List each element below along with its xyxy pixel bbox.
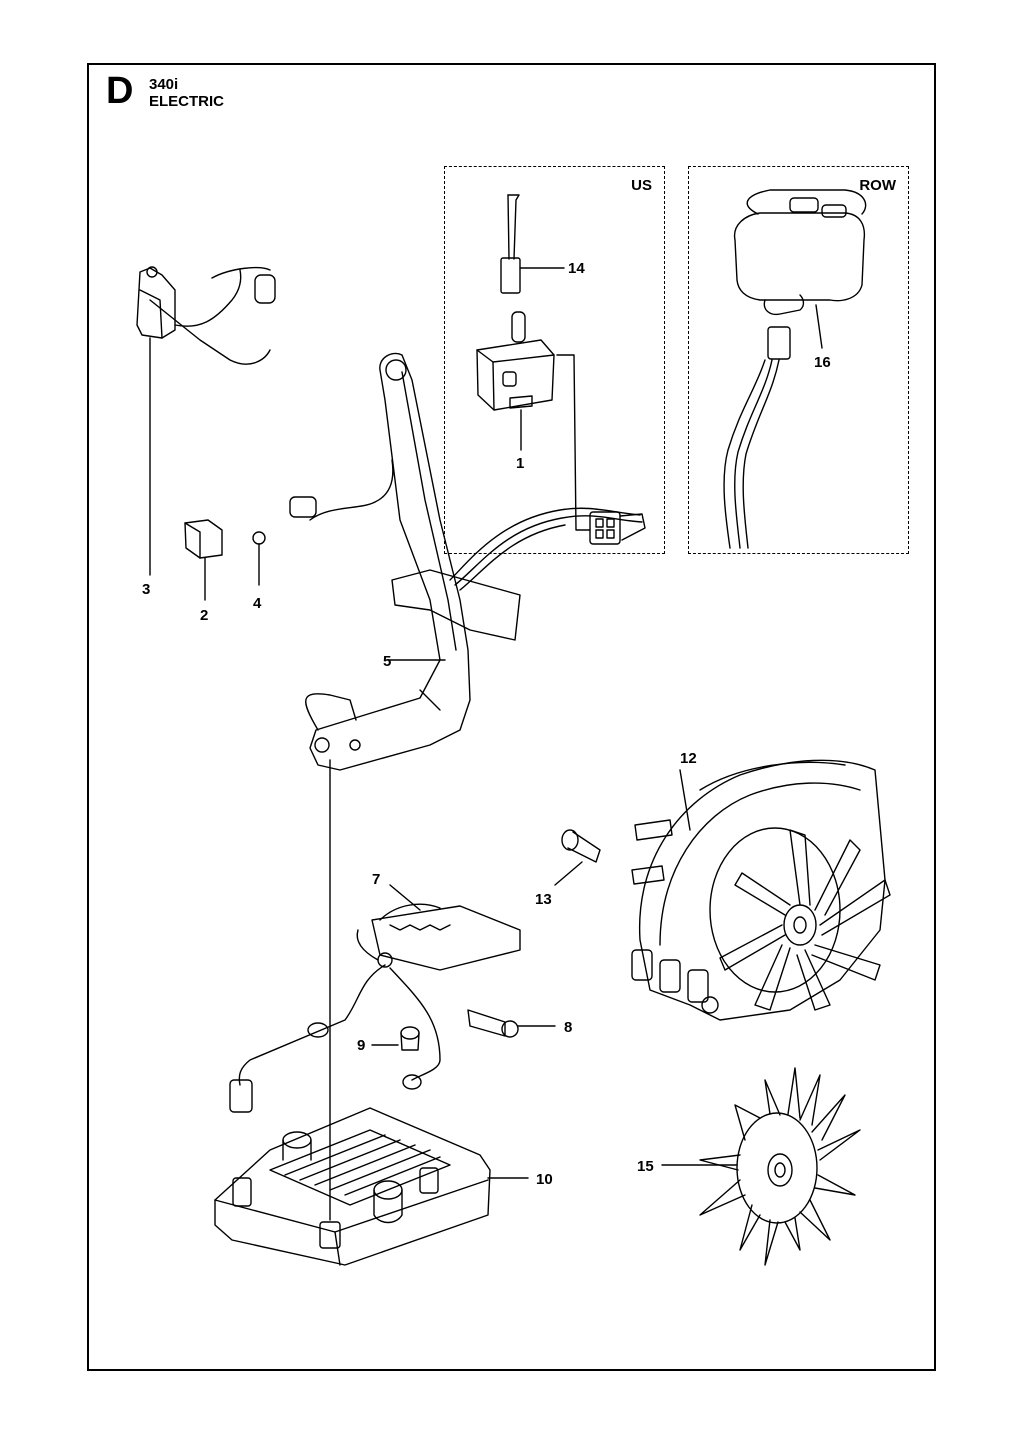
row-inset: ROW — [688, 166, 909, 554]
part-label-1: 1 — [516, 455, 525, 472]
part-label-13: 13 — [535, 891, 552, 908]
part-4-screw — [252, 531, 266, 586]
part-9-screw — [371, 1026, 420, 1051]
part-1-switch — [476, 311, 591, 531]
part-label-7: 7 — [372, 871, 381, 888]
part-16-row-switch — [723, 189, 867, 549]
part-8-bolt — [467, 1009, 556, 1038]
part-label-4: 4 — [253, 595, 262, 612]
part-3-bracket — [136, 266, 176, 576]
part-label-3: 3 — [142, 581, 151, 598]
section-letter: D — [106, 70, 134, 112]
part-10-control-module — [214, 1107, 529, 1266]
model-name: 340i — [149, 76, 179, 93]
part-label-12: 12 — [680, 750, 697, 767]
part-7-terminal-block — [229, 884, 521, 1113]
group-name: ELECTRIC — [149, 93, 224, 110]
part-label-15: 15 — [637, 1158, 654, 1175]
part-label-14: 14 — [568, 260, 585, 277]
us-inset-label: US — [631, 177, 652, 194]
us-harness — [449, 507, 646, 591]
row-inset-label: ROW — [859, 177, 896, 194]
top-wiring — [149, 266, 394, 521]
part-13-bolt — [554, 829, 601, 886]
diagram-frame — [87, 63, 936, 1371]
part-label-10: 10 — [536, 1171, 553, 1188]
part-label-9: 9 — [357, 1037, 366, 1054]
part-2-clip — [184, 519, 223, 601]
part-15-fan — [661, 1067, 861, 1266]
part-label-16: 16 — [814, 354, 831, 371]
part-5-frame — [305, 352, 521, 1221]
part-label-2: 2 — [200, 607, 209, 624]
part-label-5: 5 — [383, 653, 392, 670]
us-inset: US — [444, 166, 665, 554]
part-12-generator — [631, 759, 891, 1021]
part-14-pin — [500, 194, 565, 294]
part-label-8: 8 — [564, 1019, 573, 1036]
